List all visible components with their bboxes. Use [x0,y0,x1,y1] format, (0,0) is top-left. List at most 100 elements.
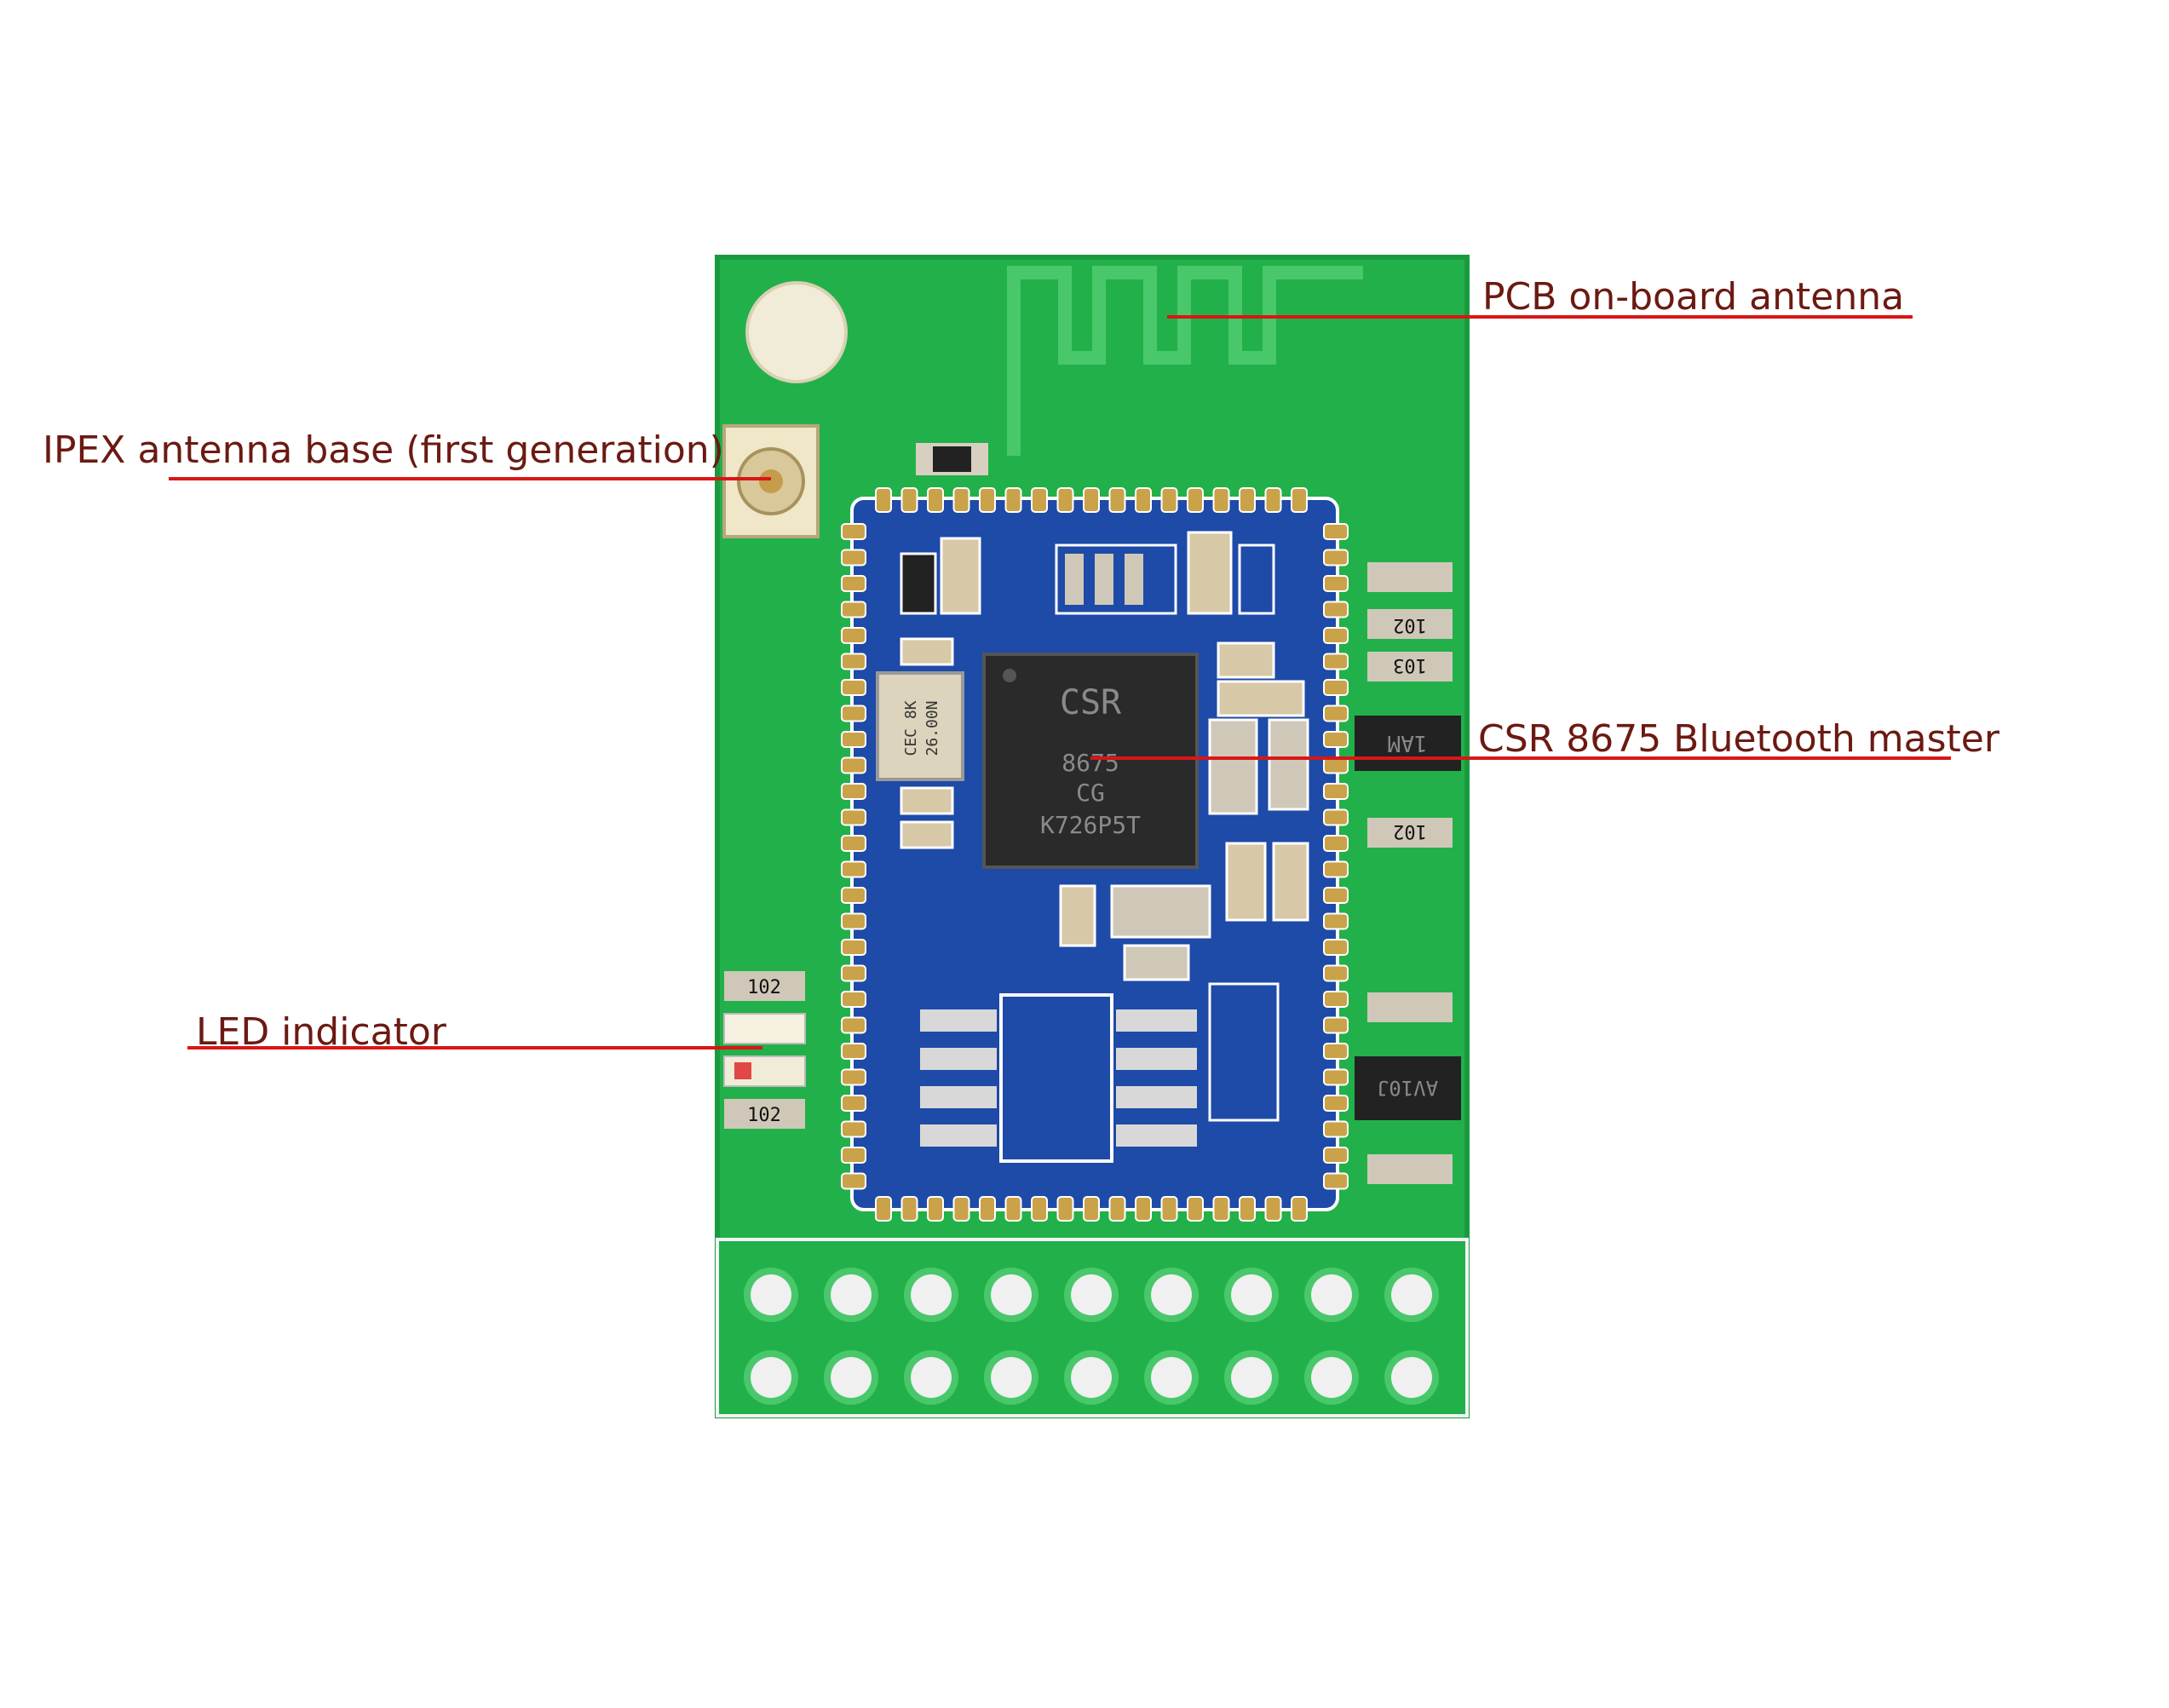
audio-ic-pin [920,1009,997,1032]
castellated-pad [900,487,918,513]
resistor-code-102-b: 102 [1393,820,1427,842]
header-hole [1311,1274,1352,1315]
castellated-pad [1108,487,1126,513]
castellated-pad [1108,1196,1126,1222]
castellated-pad [841,756,866,774]
audio-ic-pin [920,1048,997,1070]
module-castellated-pads [841,487,1349,1222]
pcb-antenna-trace [1007,266,1363,456]
top-resistor [916,443,988,475]
castellated-pad [1323,887,1349,904]
castellated-pad [1323,1172,1349,1190]
castellated-pad [841,601,866,618]
castellated-pad [1323,731,1349,748]
castellated-pad [1323,783,1349,800]
castellated-pad [1323,1147,1349,1164]
header-hole [911,1274,952,1315]
castellated-pad [1323,1120,1349,1138]
castellated-pad [927,487,944,513]
castellated-pad [1212,487,1230,513]
audio-ic-pin [1116,1124,1197,1147]
castellated-pad [1212,1196,1230,1222]
castellated-pad [1323,679,1349,696]
crystal-oscillator [876,671,964,781]
castellated-pad [1239,487,1256,513]
castellated-pad [1323,1095,1349,1112]
castellated-pad [1291,1196,1308,1222]
castellated-pad [841,1095,866,1112]
castellated-pad [841,887,866,904]
csr-chip [982,653,1199,869]
header-hole [1151,1357,1192,1398]
castellated-pad [1323,912,1349,930]
chip-marking-2: 8675 [1061,749,1119,777]
castellated-pad [1291,487,1308,513]
castellated-pad [841,1043,866,1060]
audio-ic [999,993,1113,1163]
castellated-pad [1056,1196,1074,1222]
castellated-pad [841,991,866,1008]
castellated-pad [841,549,866,566]
castellated-pad [1031,1196,1048,1222]
castellated-pad [1323,808,1349,826]
regulator-code-2: AV10J [1377,1076,1438,1100]
header-hole [1231,1274,1272,1315]
audio-ic-pin [1116,1009,1197,1032]
audio-ic-pin [1116,1048,1197,1070]
header-hole [831,1357,872,1398]
castellated-pad [1031,487,1048,513]
header-hole [1231,1357,1272,1398]
castellated-pad [1187,1196,1204,1222]
castellated-pad [1323,549,1349,566]
castellated-pad [841,653,866,670]
castellated-pad [900,1196,918,1222]
castellated-pad [1083,487,1100,513]
header-pin-holes [744,1268,1439,1405]
header-hole [1311,1357,1352,1398]
castellated-pad [1083,1196,1100,1222]
castellated-pad [1323,1016,1349,1034]
callout-led-indicator: LED indicator [196,1010,446,1054]
castellated-pad [841,835,866,852]
castellated-pad [979,487,996,513]
castellated-pad [841,783,866,800]
castellated-pad [1323,653,1349,670]
castellated-pad [1323,756,1349,774]
castellated-pad [841,704,866,722]
castellated-pad [1264,487,1282,513]
castellated-pad [1323,627,1349,644]
header-hole [1071,1357,1112,1398]
castellated-pad [927,1196,944,1222]
ipex-connector [722,424,820,538]
led-resistor-code-a: 102 [747,977,781,998]
header-hole [991,1274,1032,1315]
castellated-pad [1004,1196,1022,1222]
castellated-pad [1187,487,1204,513]
castellated-pad [1323,704,1349,722]
callout-csr-chip: CSR 8675 Bluetooth master [1478,717,1999,761]
audio-ic-pin [1116,1086,1197,1108]
chip-marking-4: K726P5T [1040,811,1141,839]
header-hole [831,1274,872,1315]
callout-ipex-base: IPEX antenna base (first generation) [43,428,724,472]
audio-ic-pads [920,1009,1197,1147]
chip-marking-3: CG [1076,779,1105,807]
crystal-marking-2: 26.00N [923,700,941,756]
castellated-pad [875,1196,892,1222]
castellated-pad [841,1016,866,1034]
castellated-pad [1004,487,1022,513]
regulator-code-1: 1AM [1388,730,1428,756]
audio-ic-pin [920,1086,997,1108]
castellated-pad [841,939,866,956]
module-components [900,531,1309,1122]
castellated-pad [1323,939,1349,956]
castellated-pad [841,627,866,644]
castellated-pad [841,1068,866,1086]
castellated-pad [1239,1196,1256,1222]
header-hole [1151,1274,1192,1315]
castellated-pad [841,679,866,696]
header-hole [1071,1274,1112,1315]
castellated-pad [841,860,866,878]
